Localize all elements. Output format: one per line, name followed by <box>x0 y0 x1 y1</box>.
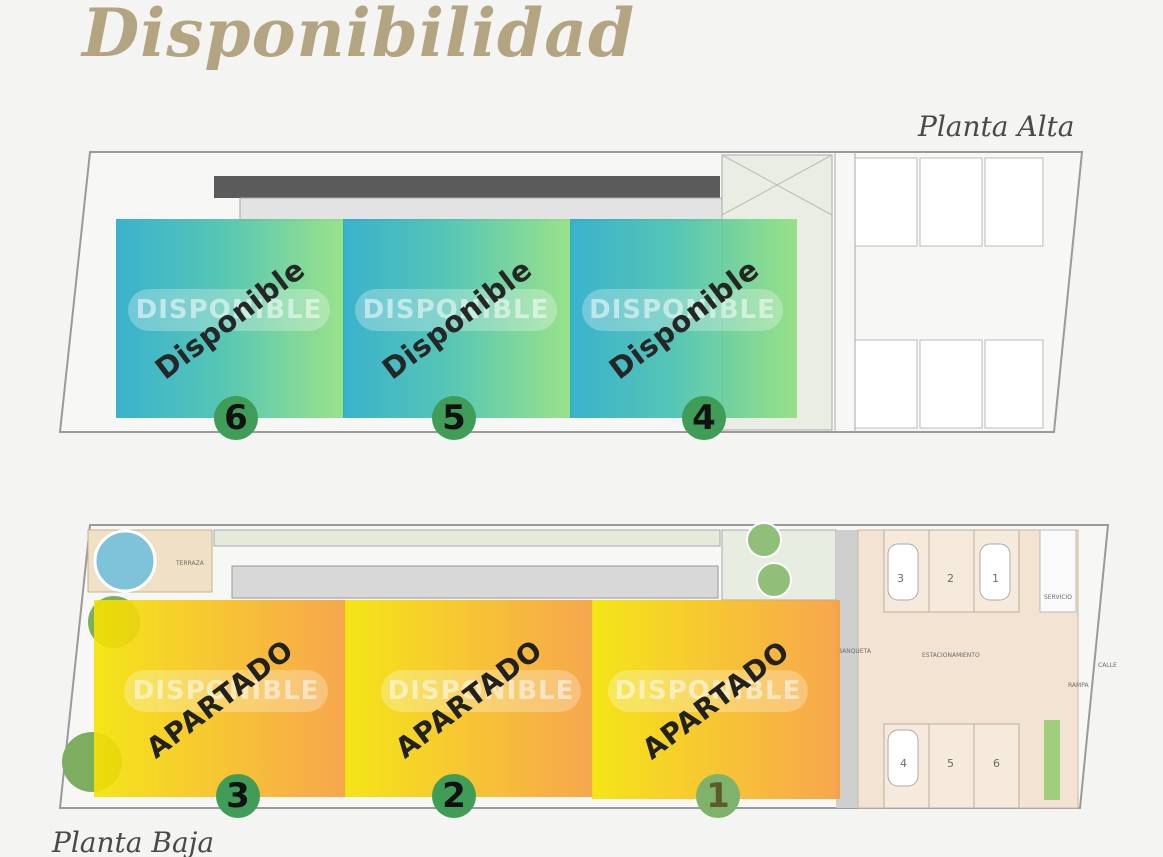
street-label: CALLE <box>1098 662 1117 669</box>
unit-2-number: 2 <box>432 774 476 818</box>
ramp-label: RAMPA <box>1068 682 1089 689</box>
sidewalk-label: BANQUETA <box>838 648 871 655</box>
parking-spot-4: 4 <box>900 757 907 770</box>
unit-2-overlay[interactable]: DISPONIBLE APARTADO <box>345 600 593 797</box>
unit-6-overlay[interactable]: DISPONIBLE Disponible <box>116 219 344 418</box>
parking-spot-3: 3 <box>897 572 904 585</box>
unit-3-number: 3 <box>216 774 260 818</box>
unit-4-overlay[interactable]: DISPONIBLE Disponible <box>570 219 797 418</box>
service-label: SERVICIO <box>1044 594 1072 601</box>
plan-watermark: DISPONIBLE <box>355 289 557 331</box>
plan-watermark: DISPONIBLE <box>128 289 330 331</box>
unit-4-number: 4 <box>682 396 726 440</box>
plan-watermark: DISPONIBLE <box>582 289 783 331</box>
parking-spot-6: 6 <box>993 757 1000 770</box>
page-title: Disponibilidad <box>82 0 636 72</box>
unit-6-number: 6 <box>214 396 258 440</box>
unit-5-number: 5 <box>432 396 476 440</box>
plan-watermark: DISPONIBLE <box>608 670 808 712</box>
parking-area-label: ESTACIONAMIENTO <box>922 652 980 659</box>
terrace-label: TERRAZA <box>176 560 204 567</box>
parking-spot-5: 5 <box>947 757 954 770</box>
parking-spot-2: 2 <box>947 572 954 585</box>
plan-watermark: DISPONIBLE <box>124 670 328 712</box>
lower-floor-label: Planta Baja <box>52 826 215 857</box>
unit-5-overlay[interactable]: DISPONIBLE Disponible <box>343 219 571 418</box>
unit-1-number: 1 <box>696 774 740 818</box>
upper-floor-label: Planta Alta <box>918 110 1075 143</box>
unit-3-overlay[interactable]: DISPONIBLE APARTADO <box>94 600 346 797</box>
parking-spot-1: 1 <box>992 572 999 585</box>
plan-watermark: DISPONIBLE <box>381 670 581 712</box>
unit-1-overlay[interactable]: DISPONIBLE APARTADO <box>592 600 840 799</box>
